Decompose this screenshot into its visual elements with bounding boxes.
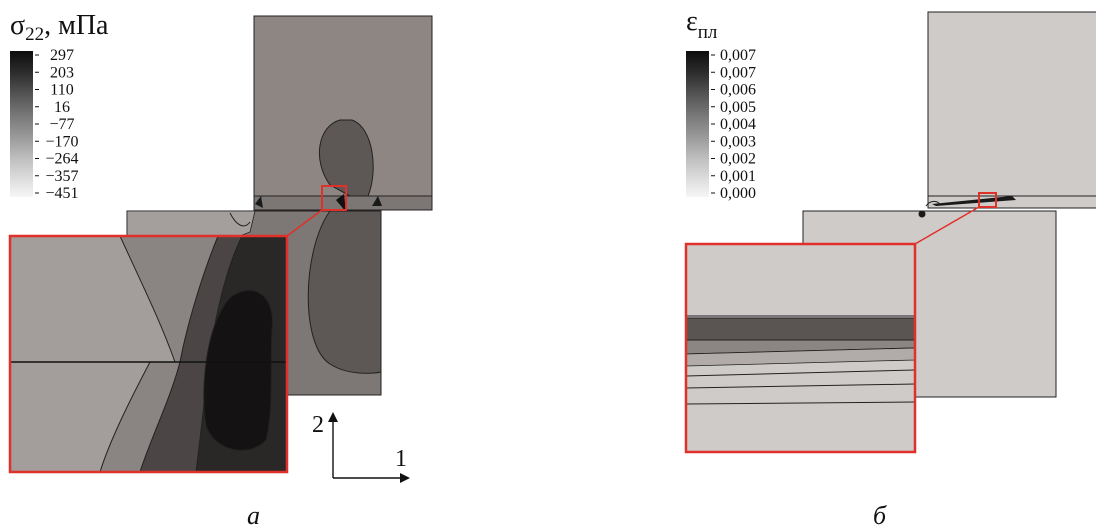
legend-tick-label: −77 [49, 116, 74, 133]
legend-tick-label: −357 [45, 168, 78, 185]
zoom-marker-a [321, 185, 347, 211]
legend-tick-label: 0,004 [720, 116, 756, 133]
upper-block-b [925, 11, 1096, 209]
zoom-inset-a [10, 236, 287, 472]
legend-tick-label: 0,003 [720, 133, 756, 150]
legend-title-b: εпл [686, 6, 718, 43]
legend-tick-label: 0,007 [720, 64, 756, 81]
caption-b: б [873, 501, 887, 530]
legend-tick-label: 203 [50, 64, 74, 81]
legend-tick-label: 0,006 [720, 82, 756, 99]
caption-a: а [247, 501, 260, 530]
zoom-frame-b [684, 242, 917, 454]
legend-tick-label: 0,005 [720, 99, 756, 116]
legend-tick-label: 0,000 [720, 185, 756, 202]
legend-tick-label: 297 [50, 47, 74, 64]
legend-tick-label: 0,002 [720, 151, 756, 168]
axis-x-label: 1 [395, 446, 407, 472]
zoom-connector-a1 [286, 209, 323, 237]
legend-tick-label: 16 [54, 99, 70, 116]
legend-tick-label: 0,001 [720, 168, 756, 185]
legend-colorbar-b [686, 51, 709, 197]
legend-tick-label: −170 [45, 133, 78, 150]
zoom-frame-a [8, 234, 289, 474]
panel-b: εпл 0,0070,0070,0060,0050,0040,0030,0020… [684, 6, 1096, 530]
legend-ticks-b: 0,0070,0070,0060,0050,0040,0030,0020,001… [711, 47, 756, 202]
zoom-marker-b [978, 192, 997, 208]
legend-tick-label: 110 [50, 82, 73, 99]
legend-tick-label: −451 [45, 185, 78, 202]
zoom-connector-b [914, 206, 980, 245]
axis-y-label: 2 [312, 412, 324, 438]
axis-indicator: 2 1 [312, 412, 410, 483]
legend-title-a: σ22, мПа [10, 10, 109, 45]
legend-tick-label: −264 [45, 151, 78, 168]
upper-block-a [253, 15, 433, 211]
legend-tick-label: 0,007 [720, 47, 756, 64]
legend-colorbar-a [10, 51, 33, 197]
zoom-inset-b [686, 244, 915, 452]
